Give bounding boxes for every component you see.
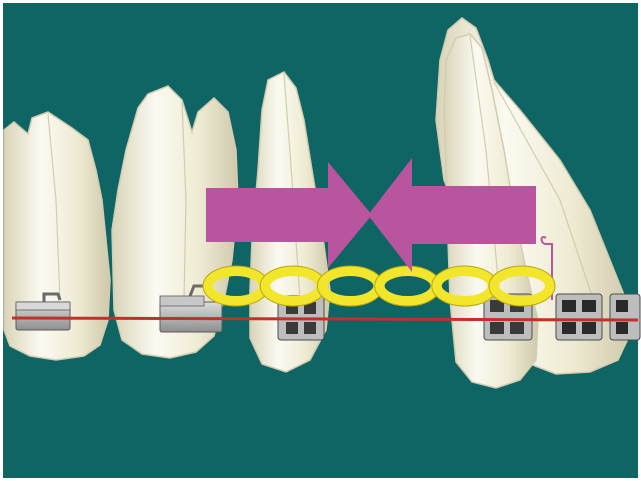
archwire: [12, 318, 638, 320]
bracket-lateral-incisor: [556, 294, 602, 340]
bracket-edge-partial: [610, 294, 640, 340]
